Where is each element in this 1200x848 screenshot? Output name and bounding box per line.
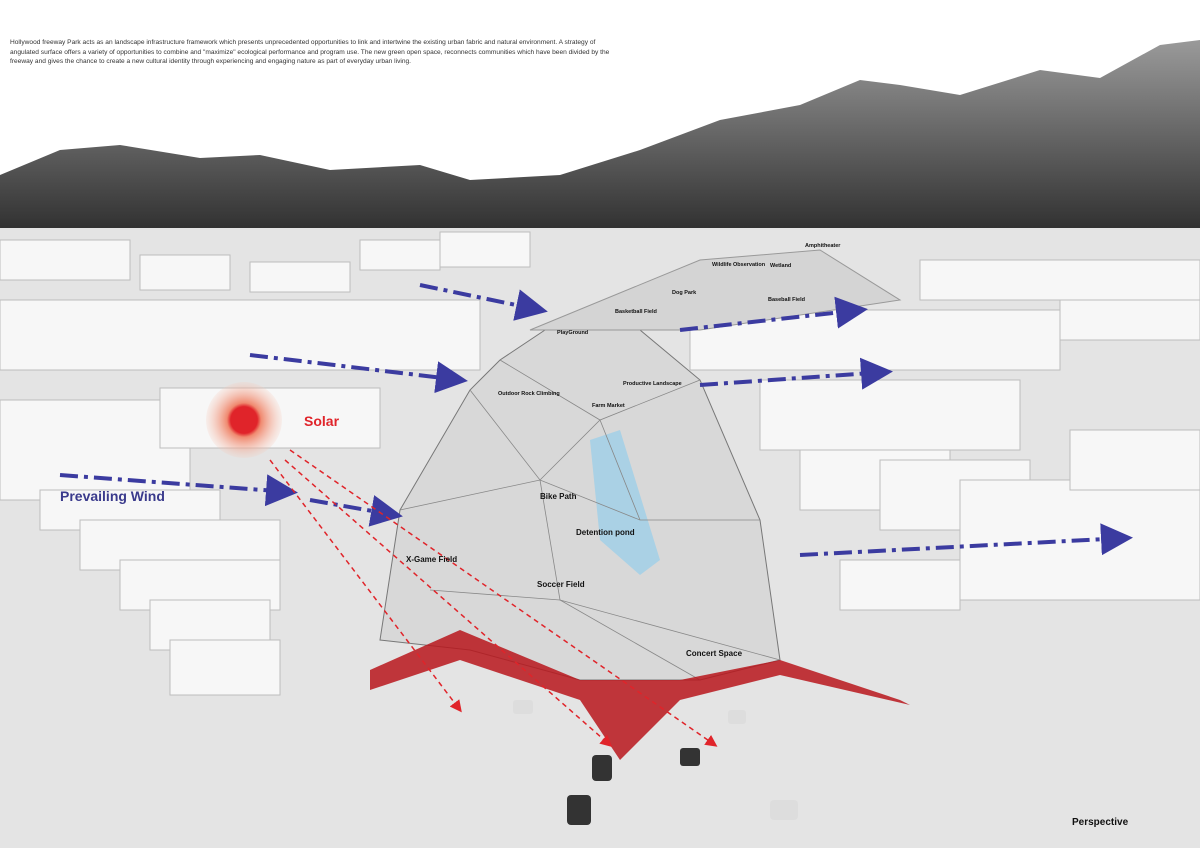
park-canopy xyxy=(370,249,910,760)
mountains xyxy=(0,40,1200,235)
red-structure xyxy=(370,630,910,760)
label-concert: Concert Space xyxy=(686,649,743,658)
label-playground: PlayGround xyxy=(557,330,589,336)
detention-pond xyxy=(590,430,660,575)
label-productive: Productive Landscape xyxy=(623,381,682,387)
label-wildlife: Wildlife Observation xyxy=(712,262,766,268)
label-dog-park: Dog Park xyxy=(672,290,697,296)
label-wetland: Wetland xyxy=(770,263,792,269)
project-description: Hollywood freeway Park acts as an landsc… xyxy=(10,39,610,65)
label-xgame: X-Game Field xyxy=(406,555,458,564)
sun-rays xyxy=(269,449,718,747)
label-basketball: Basketball Field xyxy=(615,309,657,315)
label-rock: Outdoor Rock Climbing xyxy=(498,391,560,397)
label-farm: Farm Market xyxy=(592,403,625,409)
label-wind: Prevailing Wind xyxy=(60,488,165,504)
label-soccer: Soccer Field xyxy=(537,580,585,589)
caption: Perspective xyxy=(1072,817,1129,828)
cars xyxy=(513,700,798,825)
label-solar: Solar xyxy=(304,413,340,429)
label-pond: Detention pond xyxy=(576,528,635,537)
label-baseball: Baseball Field xyxy=(768,297,805,303)
label-amphitheater: Amphitheater xyxy=(805,243,841,249)
solar-icon xyxy=(206,382,282,458)
label-bike: Bike Path xyxy=(540,492,577,501)
park-north xyxy=(529,249,902,331)
